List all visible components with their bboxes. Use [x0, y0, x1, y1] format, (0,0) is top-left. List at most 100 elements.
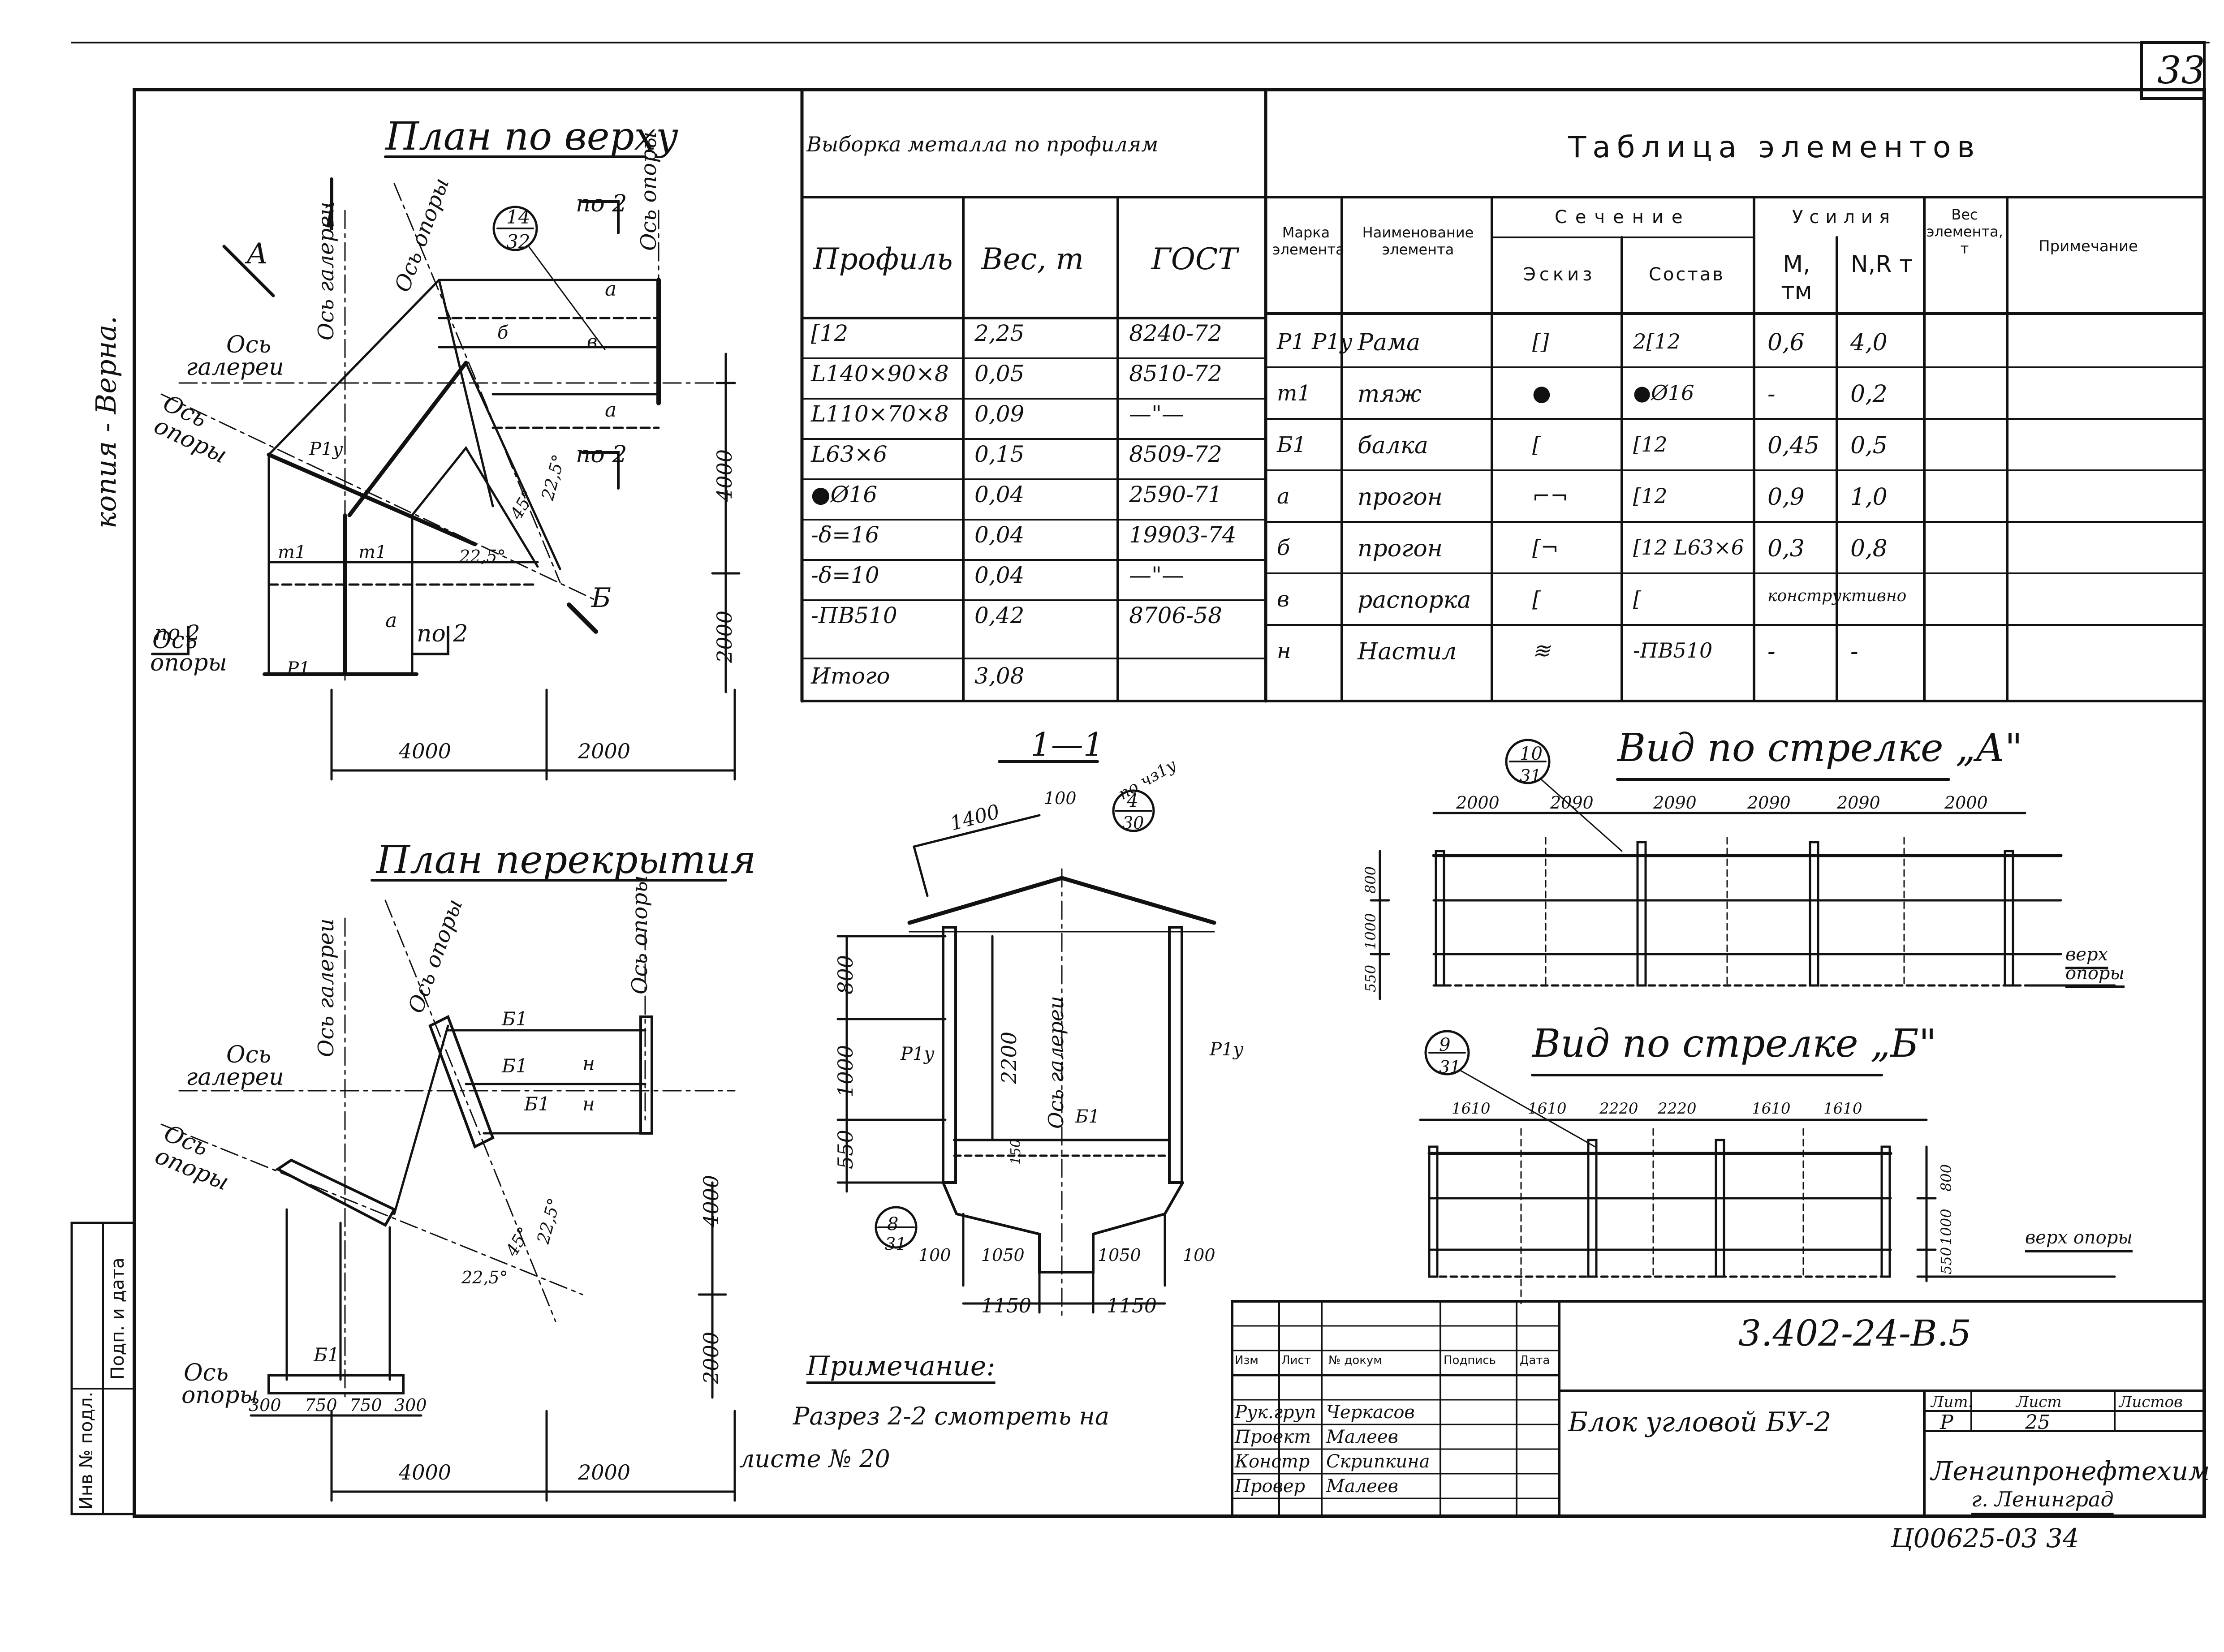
element-name-r0: Рама: [1358, 329, 1421, 356]
tb-head-date: Дата: [1520, 1354, 1550, 1367]
element-comp-r4: [12 L63×6: [1633, 535, 1744, 559]
floor-dim-300b: 300: [394, 1395, 427, 1415]
view-a-vdim-3: 550: [1362, 964, 1379, 992]
metal-table-title: Выборка металла по профилям: [806, 132, 1159, 156]
sec-dim-2200: 2200: [997, 1031, 1021, 1084]
element-mark-r3: а: [1277, 484, 1290, 509]
el-head-sketch: Эскиз: [1523, 264, 1596, 285]
el-head-name: Наименование элемента: [1362, 224, 1474, 258]
view-b-dim-5: 1610: [1752, 1100, 1791, 1118]
el-head-comp: Состав: [1649, 264, 1725, 285]
gallery-axis-label-2: галереи: [186, 354, 284, 381]
section-1-marker: 1: [320, 197, 340, 234]
section-11-title: 1—1: [1030, 726, 1104, 763]
sec-dim-1050a: 1050: [981, 1245, 1025, 1265]
sec-dim-100c: 100: [1183, 1245, 1215, 1265]
sec-p1y-r: Р1у: [1210, 1039, 1244, 1060]
element-m-r2: 0,45: [1767, 432, 1819, 459]
tb-person-3: Малеев: [1326, 1476, 1398, 1497]
sec-axis: Ось галереи: [1044, 996, 1068, 1129]
metal-cell-r4-c1: 0,04: [974, 482, 1025, 508]
elements-table-lines: [1264, 196, 2206, 702]
view-b-dim-6: 1610: [1823, 1100, 1862, 1118]
view-b-callout-9: 9: [1439, 1035, 1451, 1055]
floor-support-axis-v2: Ось опоры: [627, 875, 652, 994]
elements-table-title: Таблица элементов: [1568, 130, 1981, 164]
view-a-dim-6: 2000: [1944, 793, 1988, 813]
metal-cell-r1-c0: L140×90×8: [811, 361, 949, 387]
sec-callout-30: 30: [1122, 813, 1144, 833]
note-line-1: Разрез 2-2 смотреть на: [793, 1402, 1110, 1430]
metal-cell-r8-c1: 3,08: [974, 663, 1025, 689]
sec-dim-1150b: 1150: [1107, 1295, 1157, 1317]
tb-role-0: Рук.груп: [1235, 1402, 1316, 1423]
floor-dim-h2: 2000: [699, 1331, 723, 1384]
floor-dim-750b: 750: [349, 1395, 382, 1415]
tb-role-2: Констр: [1235, 1451, 1310, 1472]
element-mark-r0: P1 P1у: [1277, 329, 1353, 354]
plan-top-lines: [151, 155, 741, 781]
element-m-r5: конструктивно: [1767, 587, 1907, 605]
metal-cell-r6-c2: —"—: [1129, 562, 1184, 588]
metal-cell-r7-c0: -ПВ510: [811, 602, 897, 628]
floor-gallery-axis-2: галереи: [186, 1064, 284, 1091]
view-a-lines: [1370, 739, 2116, 1000]
floor-angle1: 22,5°: [461, 1268, 508, 1287]
note-title: Примечание:: [806, 1351, 996, 1382]
view-a-dim-2: 2090: [1550, 793, 1594, 813]
floor-b1-2: Б1: [502, 1055, 528, 1077]
tb-sheet-value: 25: [2025, 1411, 2050, 1434]
el-head-weight: Вес элемента, т: [1927, 206, 2003, 257]
element-comp-r1: ●Ø16: [1633, 381, 1694, 405]
po2-marker-2: по 2: [576, 441, 627, 468]
title-block-lines: [1231, 1300, 2206, 1518]
element-nr-r4: 0,8: [1850, 535, 1888, 562]
floor-dim-300a: 300: [249, 1395, 281, 1415]
sec-dim-800: 800: [833, 955, 858, 994]
element-sketch-r3: ⌐¬: [1532, 484, 1569, 509]
sheet-number: 33: [2157, 48, 2205, 92]
view-b-vdim-1: 800: [1938, 1164, 1955, 1192]
metal-cell-r2-c1: 0,09: [974, 401, 1025, 427]
metal-head-weight: Вес, т: [981, 242, 1084, 276]
element-m-r3: 0,9: [1767, 484, 1805, 511]
sheet-number-box: [2140, 41, 2206, 100]
sec-dim-1150a: 1150: [981, 1295, 1031, 1317]
metal-head-gost: ГОСТ: [1151, 242, 1238, 276]
element-name-r4: прогон: [1358, 535, 1443, 562]
floor-dim-w2: 2000: [578, 1460, 631, 1484]
tb-person-0: Черкасов: [1326, 1402, 1415, 1423]
element-comp-r2: [12: [1633, 432, 1668, 456]
plan-top-dim-h2: 2000: [712, 610, 737, 663]
element-m-r0: 0,6: [1767, 329, 1805, 356]
plan-top-dim-w2: 2000: [578, 739, 631, 763]
metal-cell-r7-c2: 8706-58: [1129, 602, 1222, 628]
metal-cell-r4-c0: ●Ø16: [811, 482, 878, 508]
metal-cell-r3-c0: L63×6: [811, 441, 888, 467]
element-nr-r2: 0,5: [1850, 432, 1888, 459]
view-b-callout-31: 31: [1439, 1057, 1461, 1077]
floor-b1-1: Б1: [502, 1008, 528, 1030]
gallery-axis-label: Ось: [226, 331, 272, 358]
view-b-dim-1: 1610: [1452, 1100, 1491, 1118]
metal-cell-r4-c2: 2590-71: [1129, 482, 1222, 508]
metal-table-lines: [801, 196, 1267, 702]
drawing-name: Блок угловой БУ-2: [1568, 1407, 1832, 1438]
element-mark-r2: Б1: [1277, 432, 1306, 457]
note-line-2: листе № 20: [739, 1445, 890, 1473]
element-sketch-r0: []: [1532, 329, 1549, 354]
el-head-mark: Марка элемента: [1272, 224, 1345, 258]
element-name-r2: балка: [1358, 432, 1428, 459]
view-b-lines: [1419, 1030, 2116, 1304]
element-m-r1: -: [1767, 381, 1776, 408]
metal-cell-r0-c0: [12: [811, 320, 849, 346]
view-a-dim-5: 2090: [1837, 793, 1880, 813]
metal-cell-r6-c1: 0,04: [974, 562, 1025, 588]
floor-dim-w1: 4000: [399, 1460, 452, 1484]
element-name-r5: распорка: [1358, 587, 1471, 614]
sec-b1: Б1: [1075, 1106, 1100, 1127]
tb-head-doc: № докум: [1328, 1354, 1382, 1367]
view-b-vdim-2: 1000: [1938, 1209, 1955, 1245]
plan-top-title: План по верху: [385, 114, 678, 159]
